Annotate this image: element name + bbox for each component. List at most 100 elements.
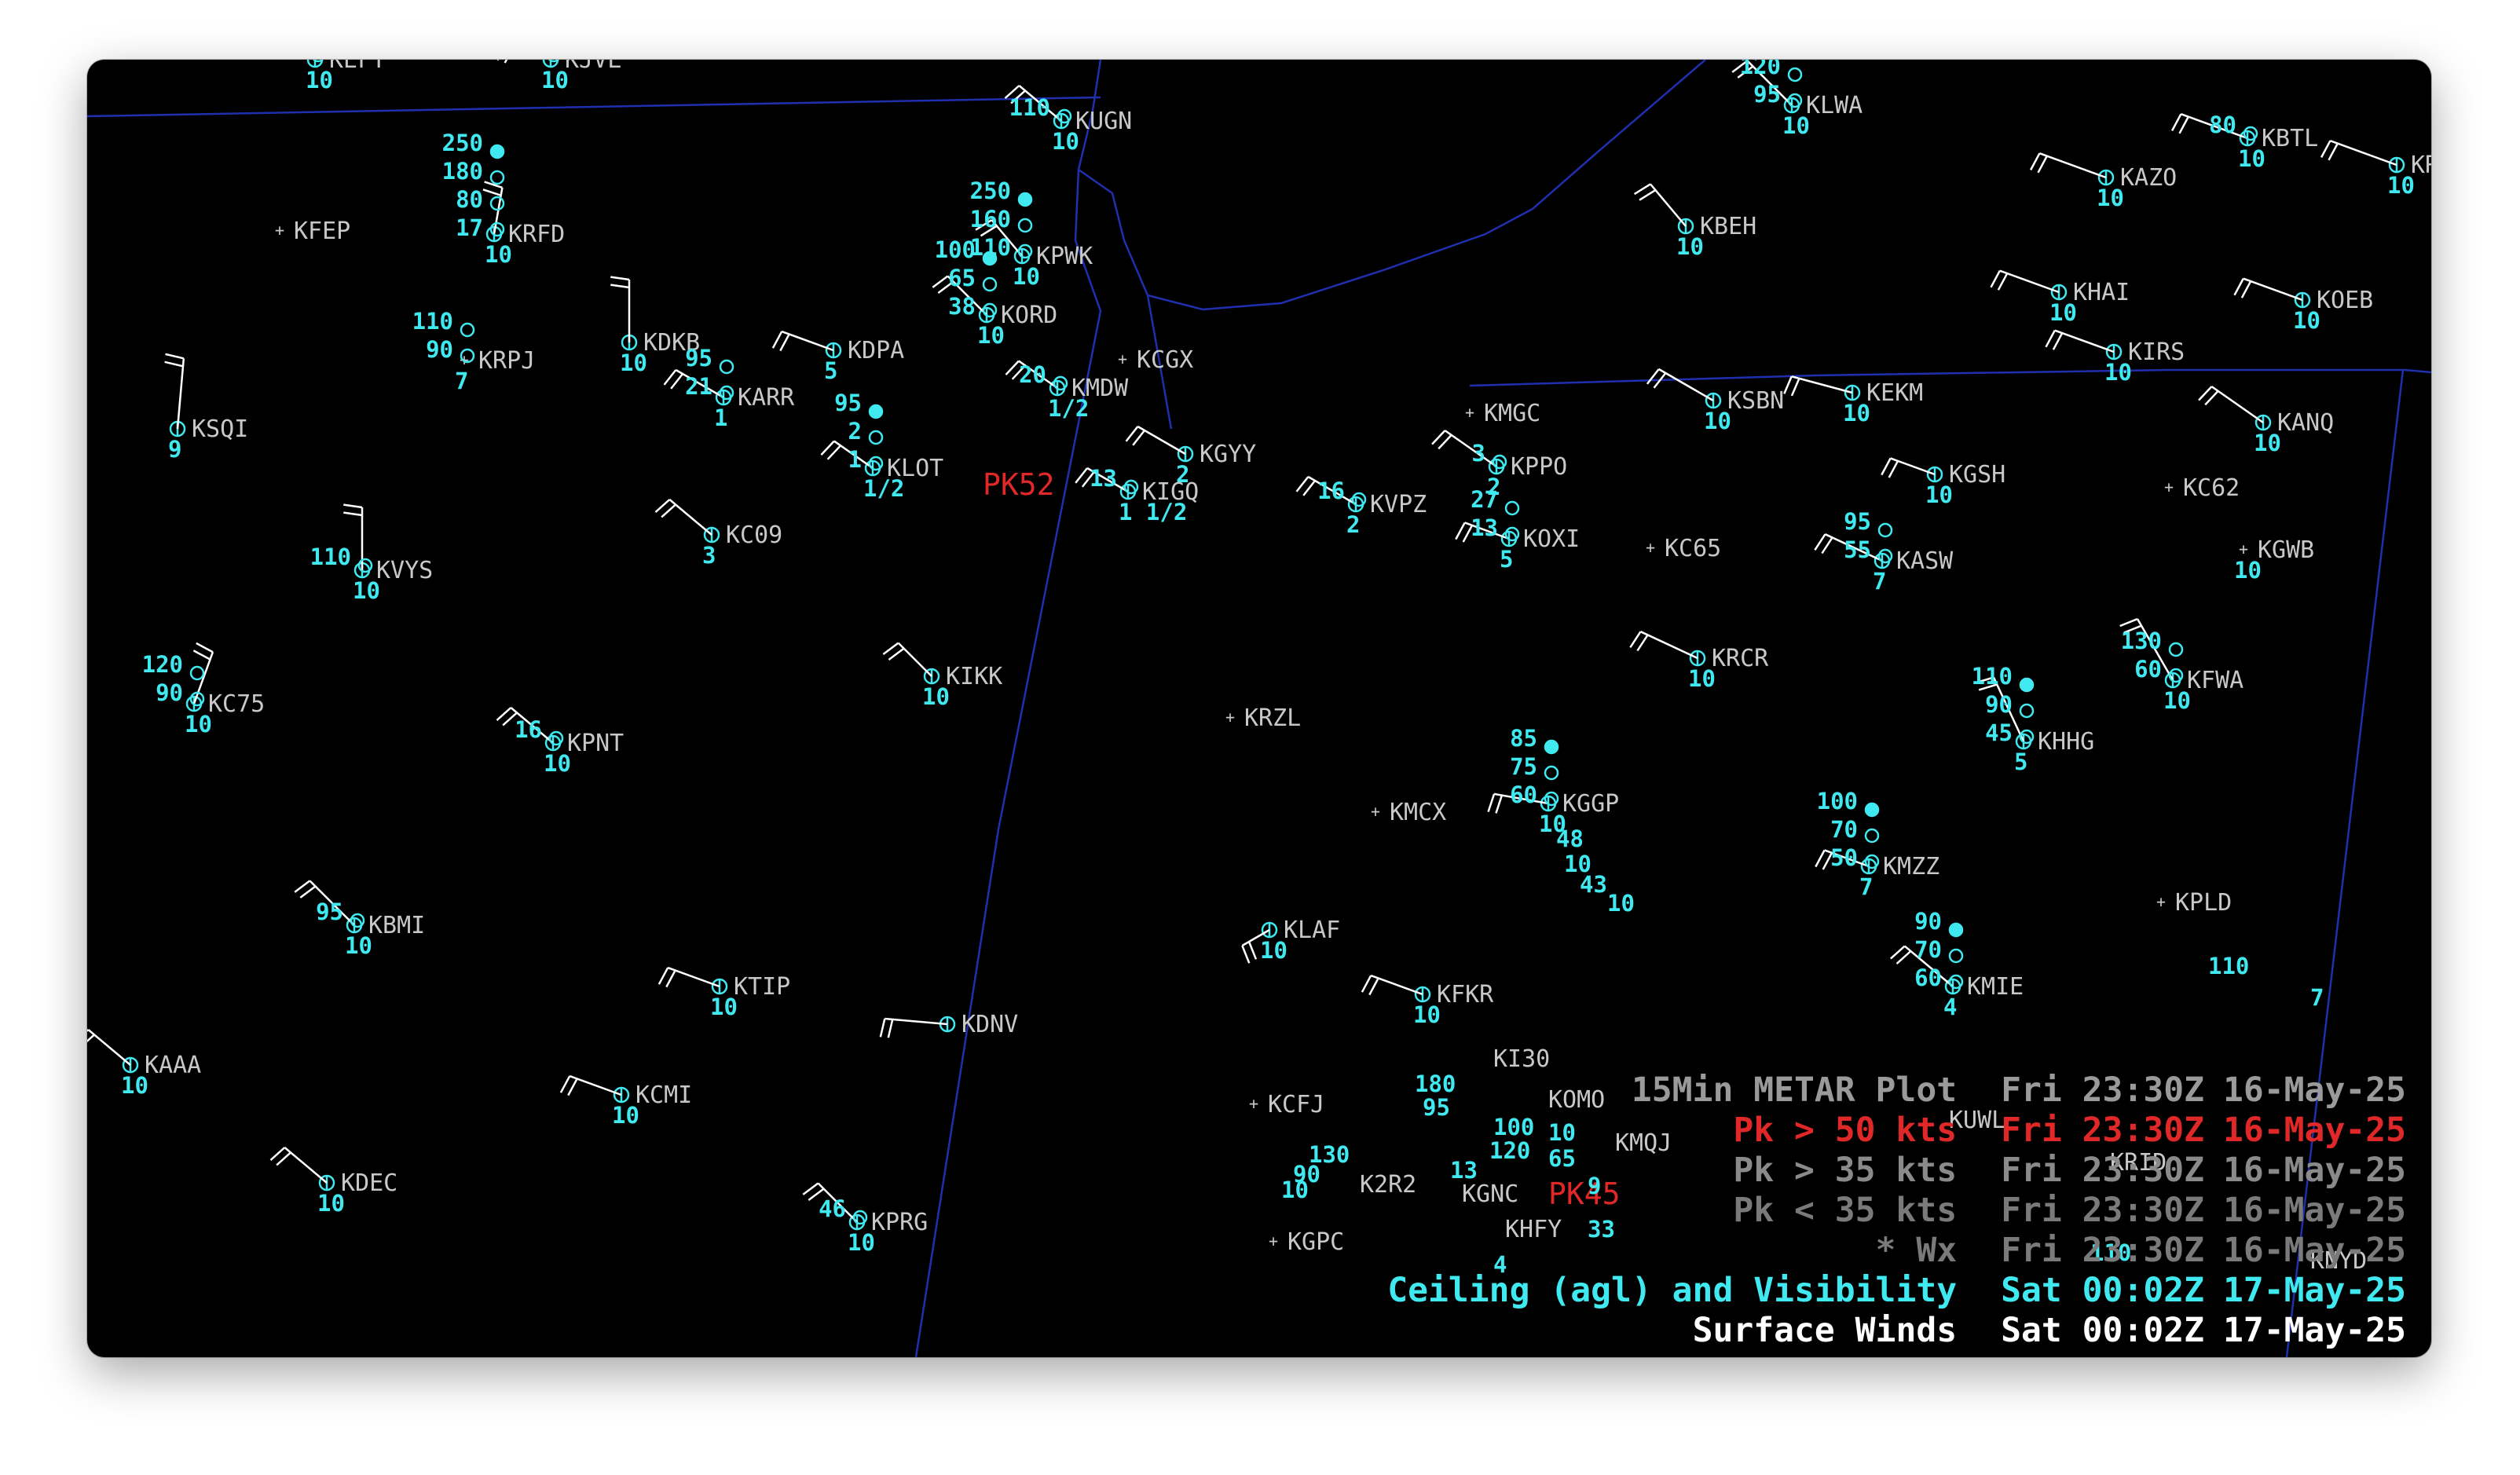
state-line-il-in xyxy=(914,60,1102,1357)
station-id-kprg: KPRG xyxy=(871,1209,929,1236)
ceiling-value: 95 xyxy=(834,390,862,416)
station-id-kmdw: KMDW xyxy=(1071,375,1129,402)
ceiling-value: 75 xyxy=(1510,753,1537,780)
wind-barb-krmy xyxy=(2320,140,2397,167)
station-id-kgpc: KGPC xyxy=(1287,1228,1345,1256)
svg-text:+: + xyxy=(1225,708,1235,727)
ceiling-value: 65 xyxy=(948,265,976,291)
wind-barb-kazo xyxy=(2029,152,2107,179)
ceiling-value: 2 xyxy=(848,418,862,445)
ceiling-value: 16 xyxy=(515,716,542,743)
wind-barb-kbmi xyxy=(294,880,355,926)
visibility-kugn: 10 xyxy=(1052,128,1079,155)
ceiling-value: 60 xyxy=(2134,656,2162,683)
station-id-kanq: KANQ xyxy=(2277,409,2335,437)
wind-barb-kmzz xyxy=(1815,849,1870,870)
visibility-kfkr: 10 xyxy=(1413,1001,1441,1028)
station-id-kvys: KVYS xyxy=(376,557,434,584)
station-id-krzl: KRZL xyxy=(1244,705,1302,732)
visibility-kpnt: 10 xyxy=(544,750,571,777)
ceiling-value: 110 xyxy=(1009,94,1050,121)
wind-barb-kvpz xyxy=(1295,475,1357,506)
wind-barb-khhg xyxy=(1975,676,2025,742)
ceiling-value: 13 xyxy=(1090,465,1117,492)
wind-barb-ksqi xyxy=(164,353,185,430)
extra-station-text: 7 xyxy=(2310,984,2324,1011)
station-id-kdpa: KDPA xyxy=(848,337,905,364)
visibility-kpwk: 10 xyxy=(1013,263,1040,290)
extra-station-text: KUWL xyxy=(1949,1107,2006,1134)
visibility-karr: 1 xyxy=(714,404,728,431)
wind-barb-kpwk xyxy=(975,218,1023,257)
station-id-kasw: KASW xyxy=(1896,547,1954,575)
station-id-ksbn: KSBN xyxy=(1727,387,1785,415)
wind-barb-klwa xyxy=(1731,60,1793,106)
svg-text:+: + xyxy=(1269,1232,1278,1250)
visibility-kfwa: 10 xyxy=(2163,687,2191,714)
ceiling-stack-kvpz: 16 xyxy=(1317,477,1345,505)
wind-barb-kikk xyxy=(882,642,932,677)
visibility-krpj: 7 xyxy=(455,368,469,394)
visibility-klot: 1/2 xyxy=(863,475,905,502)
station-id-kc75: KC75 xyxy=(208,690,266,718)
ceiling-value: 60 xyxy=(1914,964,1942,991)
station-id-kpnt: KPNT xyxy=(567,730,625,757)
wind-barb-kcmi xyxy=(559,1074,622,1096)
wind-barb-ksbn xyxy=(1646,368,1714,402)
station-id-kcfj: KCFJ xyxy=(1268,1091,1325,1118)
extra-station-text: 33 xyxy=(1588,1216,1615,1243)
visibility-kmzz: 7 xyxy=(1859,873,1874,900)
wind-barb-karr xyxy=(663,368,724,399)
visibility-krmy: 10 xyxy=(2387,172,2415,199)
ceiling-value: 90 xyxy=(156,679,183,706)
ceiling-value: 16 xyxy=(1317,478,1345,504)
ceiling-value: 130 xyxy=(2120,628,2162,654)
visibility-kirs: 10 xyxy=(2104,359,2132,386)
extra-station-text: 10 xyxy=(1564,851,1591,877)
wind-barb-kaaa xyxy=(87,1029,131,1066)
visibility-kaaa: 10 xyxy=(121,1072,148,1099)
svg-text:+: + xyxy=(1646,538,1655,557)
wind-barb-kord xyxy=(932,275,987,316)
extra-station-text: 95 xyxy=(1423,1094,1450,1121)
station-id-kfwa: KFWA xyxy=(2187,667,2244,694)
ceiling-value: 17 xyxy=(456,214,483,241)
visibility-kbtl: 10 xyxy=(2238,145,2265,172)
extra-station-text: KGNC xyxy=(1462,1180,1519,1208)
ceiling-value: 55 xyxy=(1844,536,1871,563)
ceiling-stack-kbmi: 95 xyxy=(316,898,343,926)
station-id-kgsh: KGSH xyxy=(1949,461,2006,489)
wind-barb-kdec xyxy=(269,1147,328,1184)
station-id-kekm: KEKM xyxy=(1866,379,1924,407)
station-id-kfep: KFEP xyxy=(294,218,351,245)
visibility-klwa: 10 xyxy=(1782,112,1810,139)
visibility-koxi: 5 xyxy=(1500,546,1514,573)
station-id-kmie: KMIE xyxy=(1967,973,2024,1001)
station-id-kbtl: KBTL xyxy=(2262,125,2319,152)
wind-barb-kc09 xyxy=(654,499,712,536)
station-id-kbmi: KBMI xyxy=(368,912,426,939)
station-id-krfd: KRFD xyxy=(508,221,566,248)
visibility-kc75: 10 xyxy=(185,711,212,738)
station-id-kmgc: KMGC xyxy=(1484,400,1541,427)
wind-barb-kprg xyxy=(802,1182,858,1223)
wind-barb-kgsh xyxy=(1881,457,1936,478)
svg-text:+: + xyxy=(1465,403,1474,422)
wind-barb-kigq xyxy=(1075,467,1129,493)
station-id-klwa: KLWA xyxy=(1806,92,1863,119)
station-id-kppo: KPPO xyxy=(1511,453,1568,481)
visibility-ksqi: 9 xyxy=(168,436,182,463)
extra-station-text: KNYD xyxy=(2310,1247,2368,1275)
wind-barb-koxi xyxy=(1455,522,1510,543)
svg-text:+: + xyxy=(1249,1094,1258,1113)
station-id-karr: KARR xyxy=(738,384,795,412)
visibility-kmie: 4 xyxy=(1943,994,1958,1020)
wind-barb-kugn xyxy=(1004,85,1062,122)
ceiling-value: 70 xyxy=(1830,816,1858,843)
